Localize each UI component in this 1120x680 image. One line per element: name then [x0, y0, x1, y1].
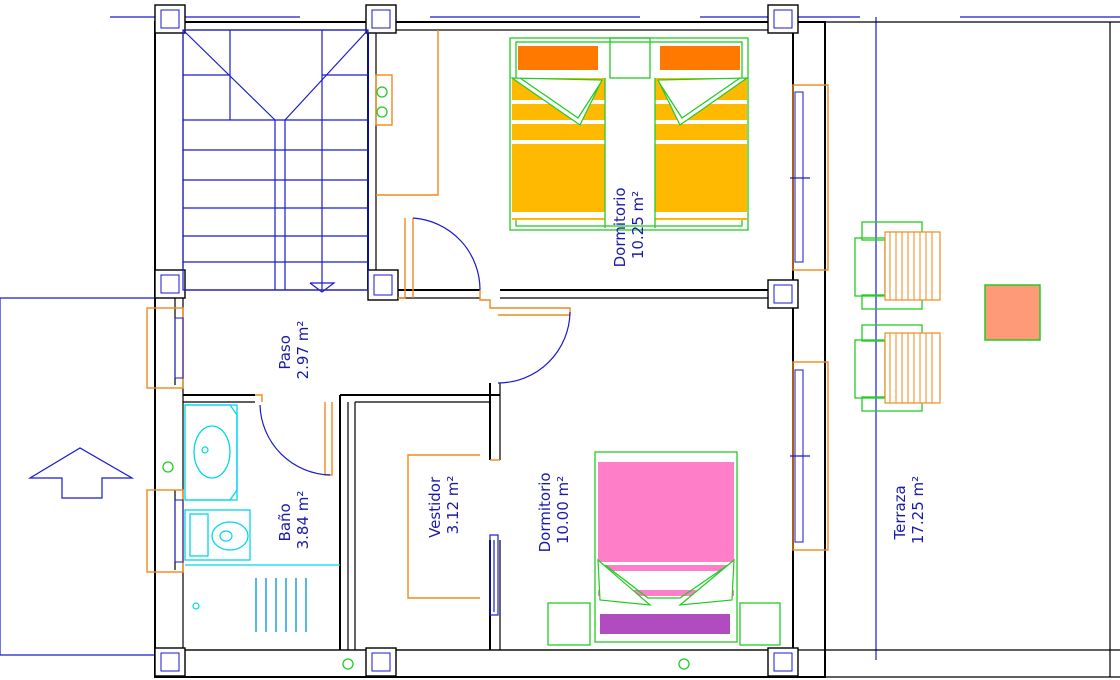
bathroom-fixtures	[184, 404, 340, 632]
entry-arrow-icon	[27, 447, 135, 499]
label-dormitorio-bottom-area: 10.00 m²	[554, 476, 572, 544]
double-bed	[547, 451, 781, 646]
svg-text:Vestidor 3.12 m²: Vestidor 3.12 m²	[426, 472, 462, 538]
label-vestidor-area: 3.12 m²	[444, 476, 462, 535]
staircase	[182, 29, 369, 293]
svg-text:Terraza 17.25 m²: Terraza 17.25 m²	[891, 476, 927, 544]
openings	[146, 30, 829, 616]
label-dormitorio-top-name: Dormitorio	[611, 187, 629, 267]
label-paso-area: 2.97 m²	[294, 321, 312, 380]
label-vestidor-name: Vestidor	[426, 476, 444, 538]
label-paso-name: Paso	[276, 335, 294, 370]
svg-text:Baño 3.84 m²: Baño 3.84 m²	[276, 491, 312, 550]
exterior-walls	[0, 21, 1120, 678]
label-dormitorio-bottom-name: Dormitorio	[536, 472, 554, 552]
reference-lines	[0, 16, 1120, 660]
fixture-markers	[162, 86, 690, 670]
label-terraza-area: 17.25 m²	[909, 476, 927, 544]
label-terraza-name: Terraza	[891, 485, 909, 540]
svg-text:Paso 2.97 m²: Paso 2.97 m²	[276, 321, 312, 380]
svg-text:Dormitorio 10.00 m²: Dormitorio 10.00 m²	[536, 468, 572, 553]
label-bano-area: 3.84 m²	[294, 491, 312, 550]
double-twin-beds	[509, 37, 749, 231]
label-dormitorio-top-area: 10.25 m²	[629, 191, 647, 259]
label-bano-name: Baño	[276, 503, 294, 541]
room-labels: Dormitorio 10.25 m² Paso 2.97 m² Baño 3.…	[276, 183, 927, 553]
svg-text:Dormitorio 10.25 m²: Dormitorio 10.25 m²	[611, 183, 647, 268]
terrace-furniture	[854, 221, 1041, 412]
structural-columns	[154, 4, 799, 677]
terrace-table	[984, 284, 1041, 341]
